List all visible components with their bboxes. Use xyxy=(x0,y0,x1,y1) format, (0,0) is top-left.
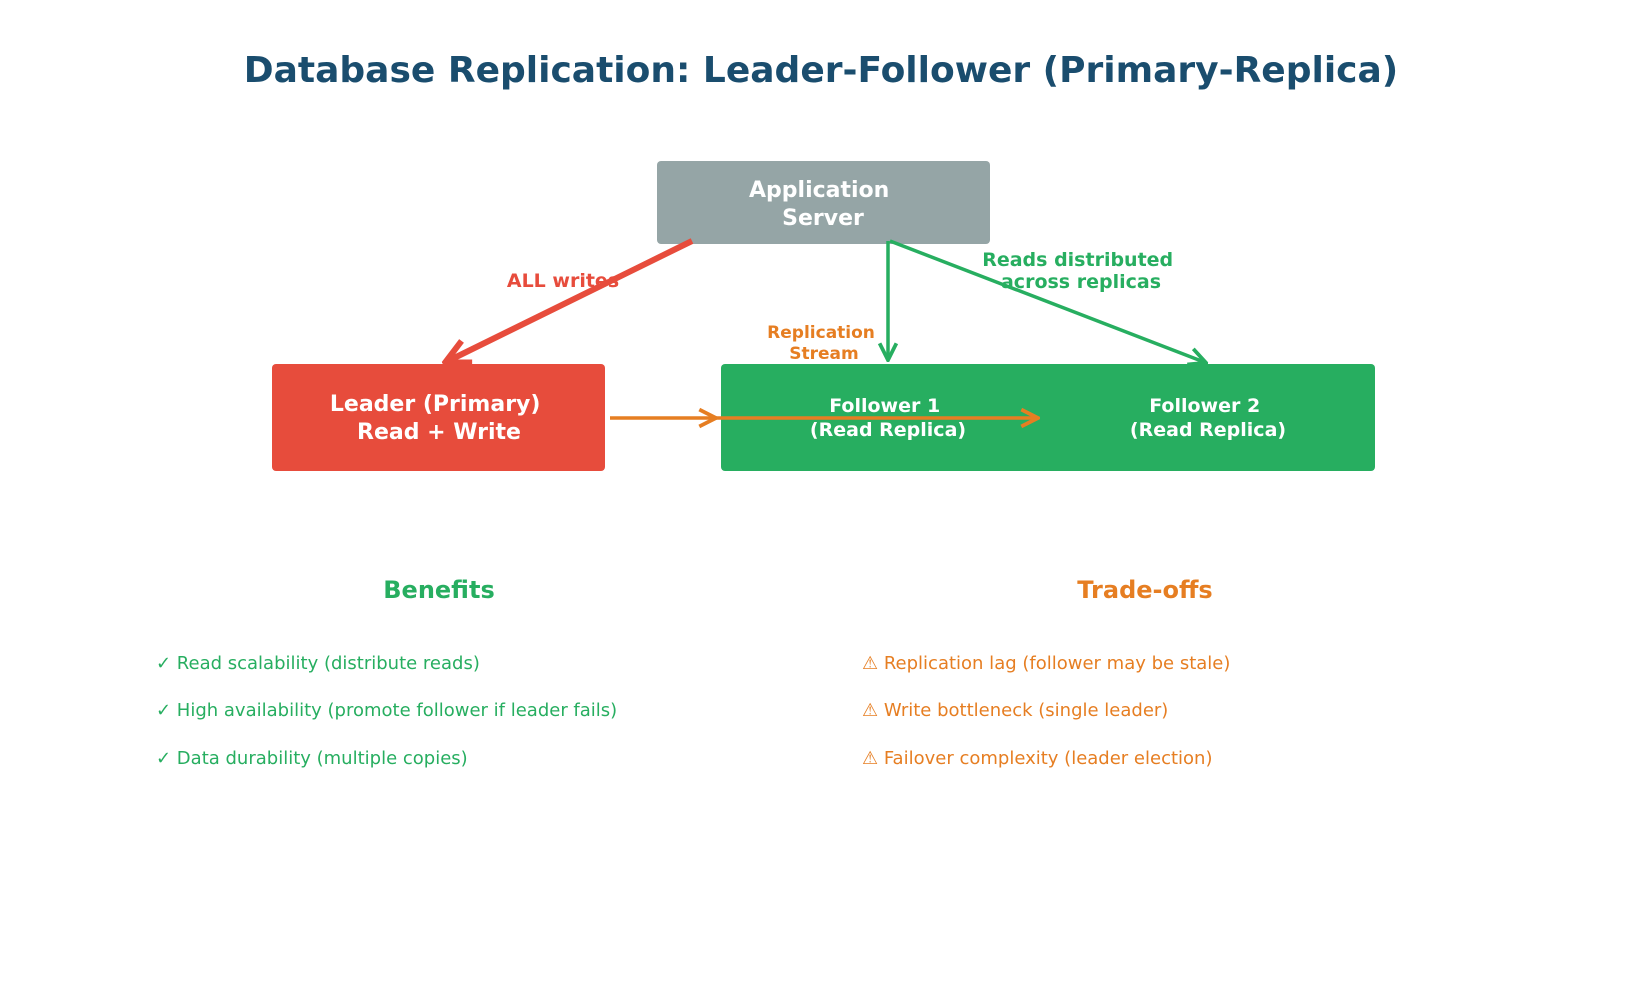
writes-arrow xyxy=(448,238,694,361)
writes-label: ALL writes xyxy=(507,270,619,292)
replication-label: Replication Stream xyxy=(767,323,881,364)
reads-label: Reads distributed across replicas xyxy=(982,249,1180,293)
leader-box xyxy=(272,364,605,471)
tradeoffs-list: ⚠ Replication lag (follower may be stale… xyxy=(862,653,1230,769)
benefit-item: ✓ Read scalability (distribute reads) xyxy=(156,653,480,674)
benefit-item: ✓ Data durability (multiple copies) xyxy=(156,748,468,769)
tradeoffs-heading: Trade-offs xyxy=(1077,576,1212,604)
page-title: Database Replication: Leader-Follower (P… xyxy=(244,50,1399,91)
leader-label: Leader (Primary) Read + Write xyxy=(330,392,548,445)
leader-node: Leader (Primary) Read + Write xyxy=(272,364,605,471)
app-server-node: Application Server xyxy=(657,161,990,244)
read-arrow-follower2 xyxy=(889,239,1204,362)
tradeoff-item: ⚠ Failover complexity (leader election) xyxy=(862,748,1212,769)
benefits-heading: Benefits xyxy=(383,576,494,604)
follower2-label: Follower 2 (Read Replica) xyxy=(1130,395,1286,441)
tradeoff-item: ⚠ Replication lag (follower may be stale… xyxy=(862,653,1230,674)
benefit-item: ✓ High availability (promote follower if… xyxy=(156,700,617,721)
benefits-list: ✓ Read scalability (distribute reads) ✓ … xyxy=(156,653,617,769)
follower1-label: Follower 1 (Read Replica) xyxy=(810,395,966,441)
app-server-label: Application Server xyxy=(749,178,897,231)
follower2-box xyxy=(1042,364,1375,471)
app-server-box xyxy=(657,161,990,244)
tradeoff-item: ⚠ Write bottleneck (single leader) xyxy=(862,700,1168,721)
follower2-node: Follower 2 (Read Replica) xyxy=(1042,364,1375,471)
